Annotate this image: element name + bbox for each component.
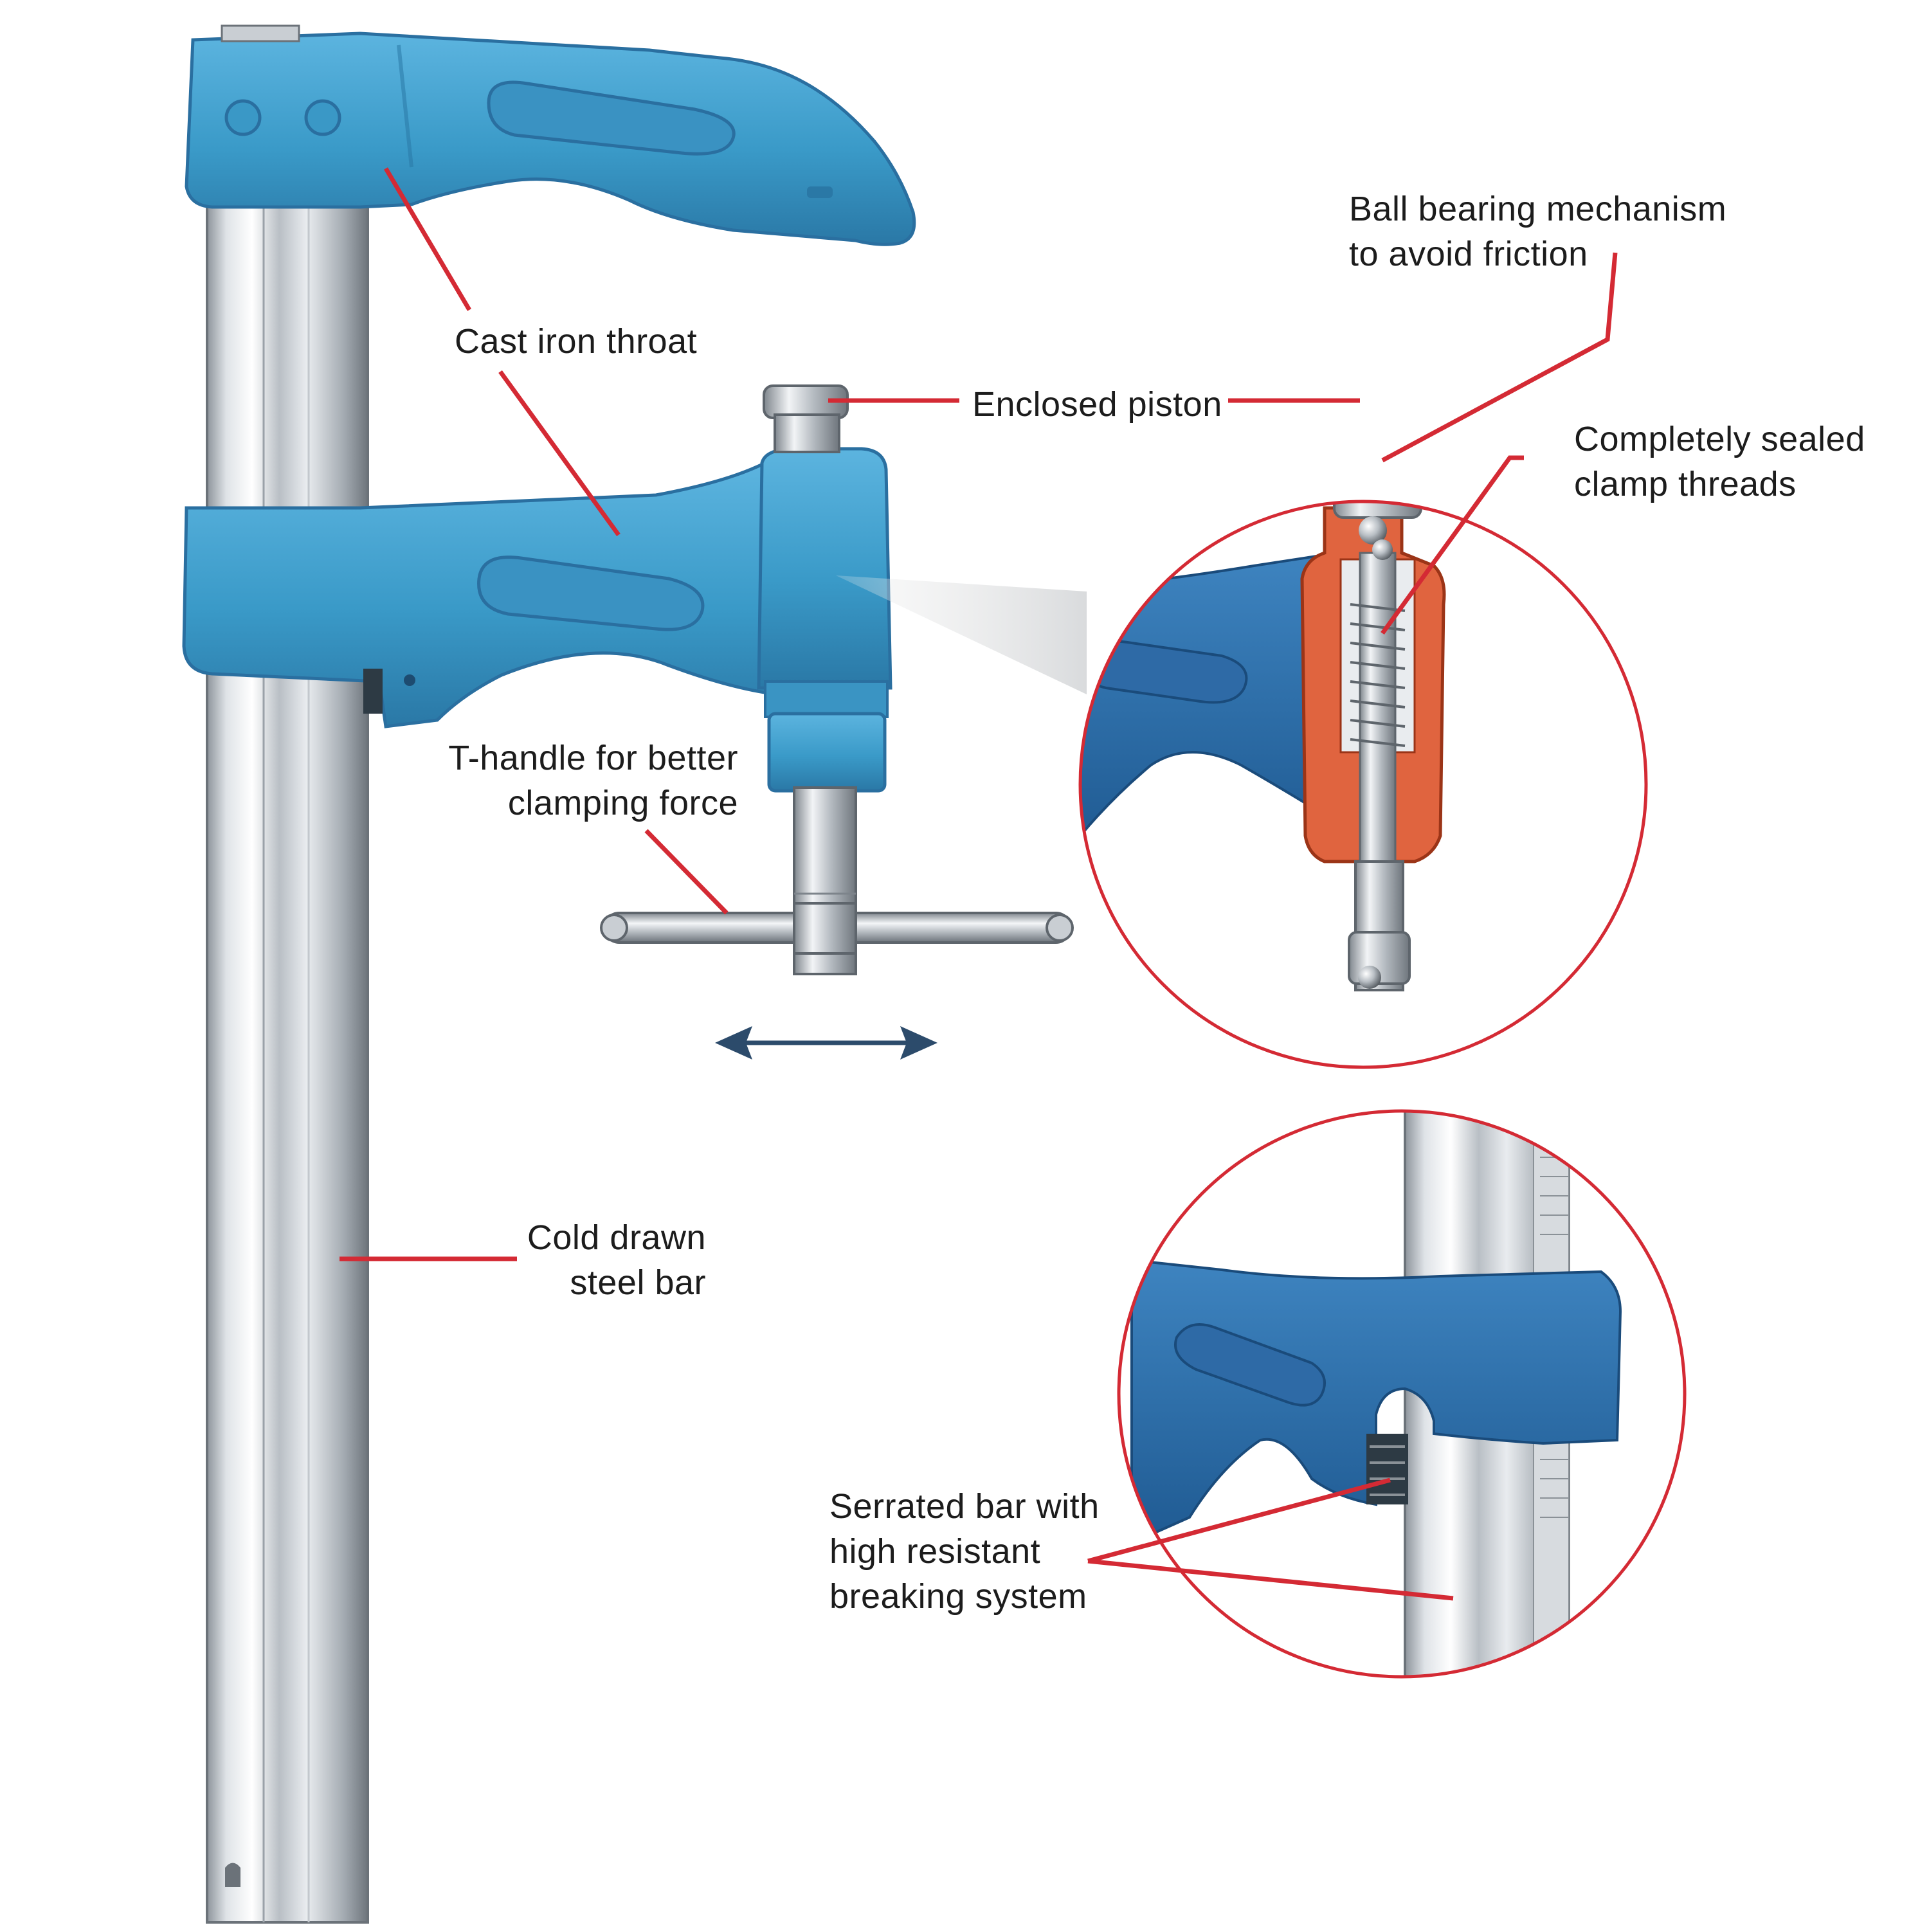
leader-cast-iron-throat xyxy=(383,167,472,311)
double-arrow-icon xyxy=(715,1026,937,1060)
cutaway-detail xyxy=(1078,500,1648,1069)
label-cast-iron-throat: Cast iron throat xyxy=(455,322,698,361)
leader-lines xyxy=(340,167,1618,1601)
leader-serrated-2 xyxy=(1087,1558,1454,1601)
cast-iron-throat xyxy=(185,24,916,246)
leader-serrated-1 xyxy=(1087,1477,1391,1564)
steel-bar xyxy=(206,192,369,1924)
sliding-arm xyxy=(182,447,892,793)
piston-head xyxy=(763,384,849,453)
serrated-detail xyxy=(1117,1109,1687,1679)
label-ball-bearing: Ball bearing mechanism to avoid friction xyxy=(1349,190,1727,273)
label-serrated-bar: Serrated bar with high resistant breakin… xyxy=(829,1487,1100,1616)
t-handle xyxy=(600,786,1074,975)
label-t-handle: T-handle for better clamping force xyxy=(448,739,738,822)
zoom-cone xyxy=(836,575,1087,694)
label-cold-drawn-bar: Cold drawn steel bar xyxy=(527,1218,706,1302)
leader-t-handle xyxy=(644,829,729,915)
label-enclosed-piston: Enclosed piston xyxy=(972,385,1222,424)
label-sealed-threads: Completely sealed clamp threads xyxy=(1574,420,1865,503)
leader-cast-iron-arm xyxy=(498,370,620,537)
leader-sealed-threads xyxy=(1381,455,1524,635)
leader-ball-bearing xyxy=(1381,252,1618,463)
